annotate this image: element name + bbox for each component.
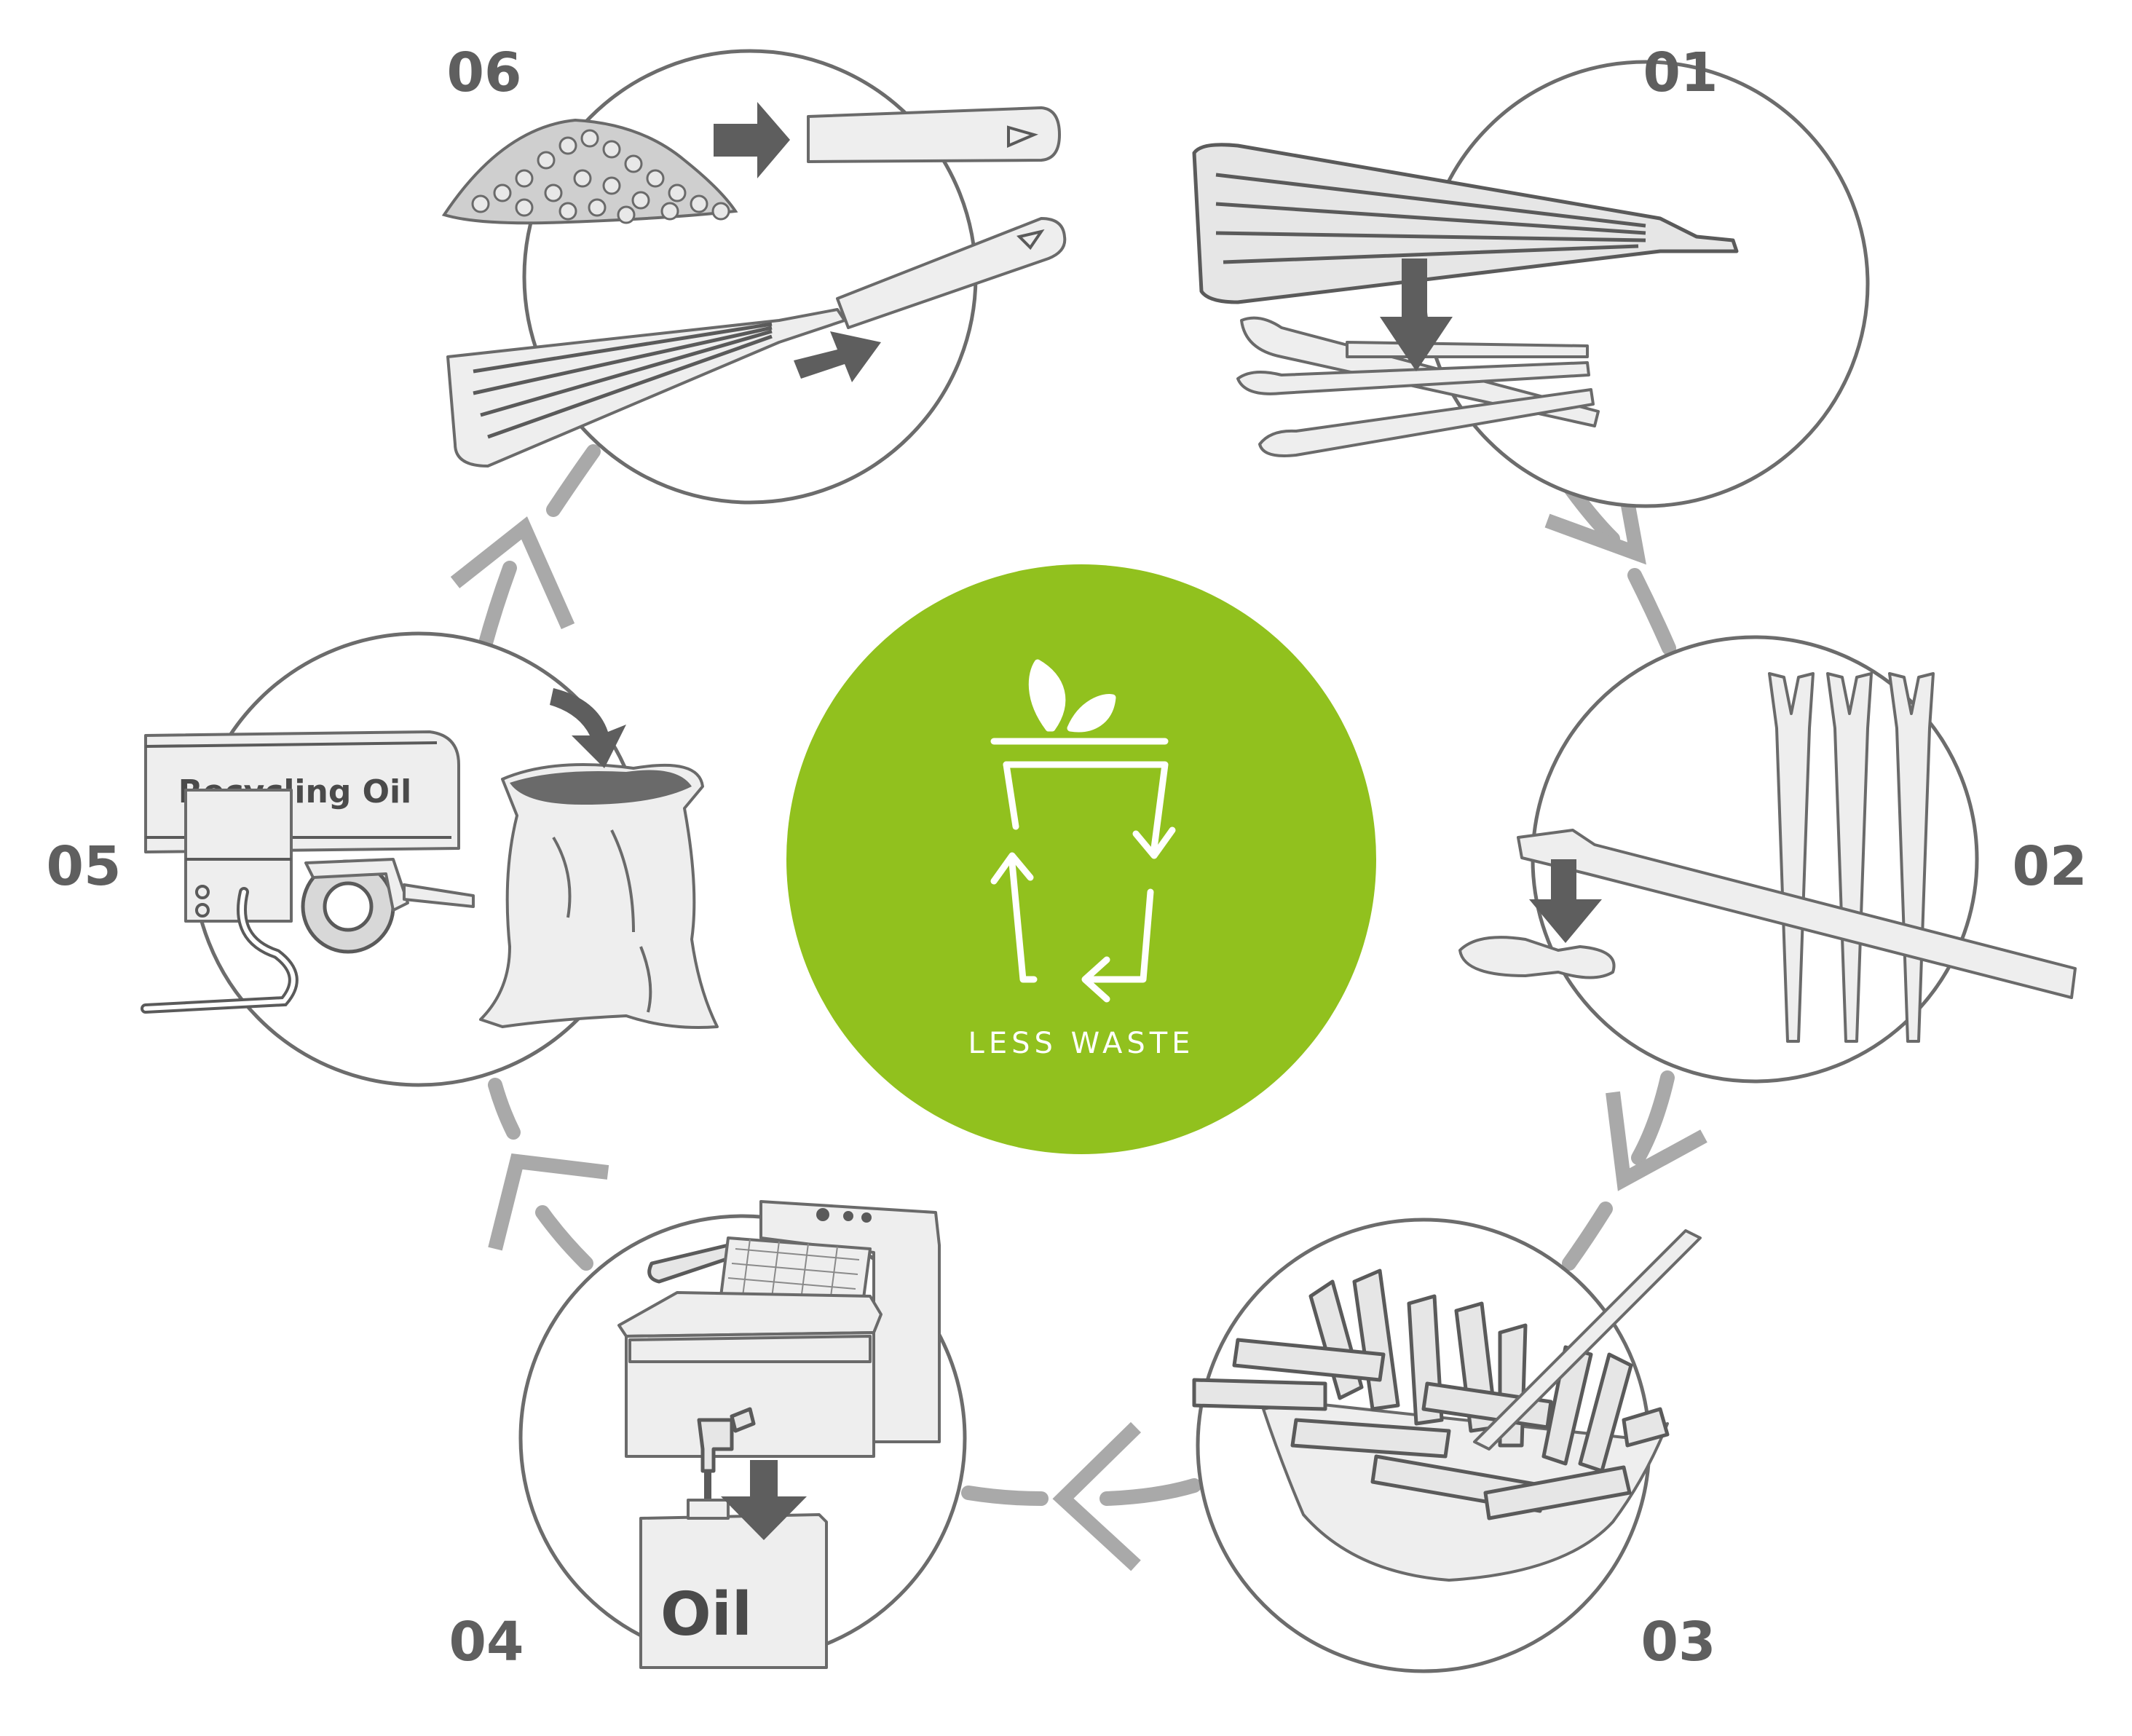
step-01: 01 — [1192, 42, 1870, 508]
step-04-number: 04 — [449, 1611, 524, 1673]
recycle-bin-with-leaves-icon — [990, 659, 1176, 1003]
step-03-number: 03 — [1641, 1611, 1716, 1673]
pellets-to-spatula-icon — [441, 102, 1067, 467]
flow-connectors — [450, 444, 1707, 1571]
step-05-number: 05 — [47, 835, 122, 898]
step-02: 02 — [1458, 635, 2088, 1084]
step-06: 06 — [441, 42, 1067, 505]
step-04: Oil 04 — [449, 1200, 967, 1673]
step-03: 03 — [1192, 1218, 1716, 1673]
center-caption: LESS WASTE — [968, 1027, 1195, 1060]
recycling-oil-truck-icon: Recycling Oil — [141, 688, 719, 1029]
step-05: Recycling Oil 05 — [47, 631, 719, 1087]
fries-tray-icon — [1192, 1229, 1702, 1582]
canister-label: Oil — [660, 1580, 752, 1649]
center-badge: LESS WASTE — [786, 564, 1376, 1154]
spatula-parts-icon — [1192, 143, 1739, 457]
step-01-number: 01 — [1643, 42, 1718, 104]
center-circle — [786, 564, 1376, 1154]
step-06-number: 06 — [447, 42, 522, 104]
step-02-number: 02 — [2013, 835, 2088, 898]
step-01-circle — [1421, 60, 1870, 508]
deep-fryer-oil-drain-icon: Oil — [617, 1200, 941, 1669]
wooden-forks-icon — [1458, 672, 2077, 1043]
